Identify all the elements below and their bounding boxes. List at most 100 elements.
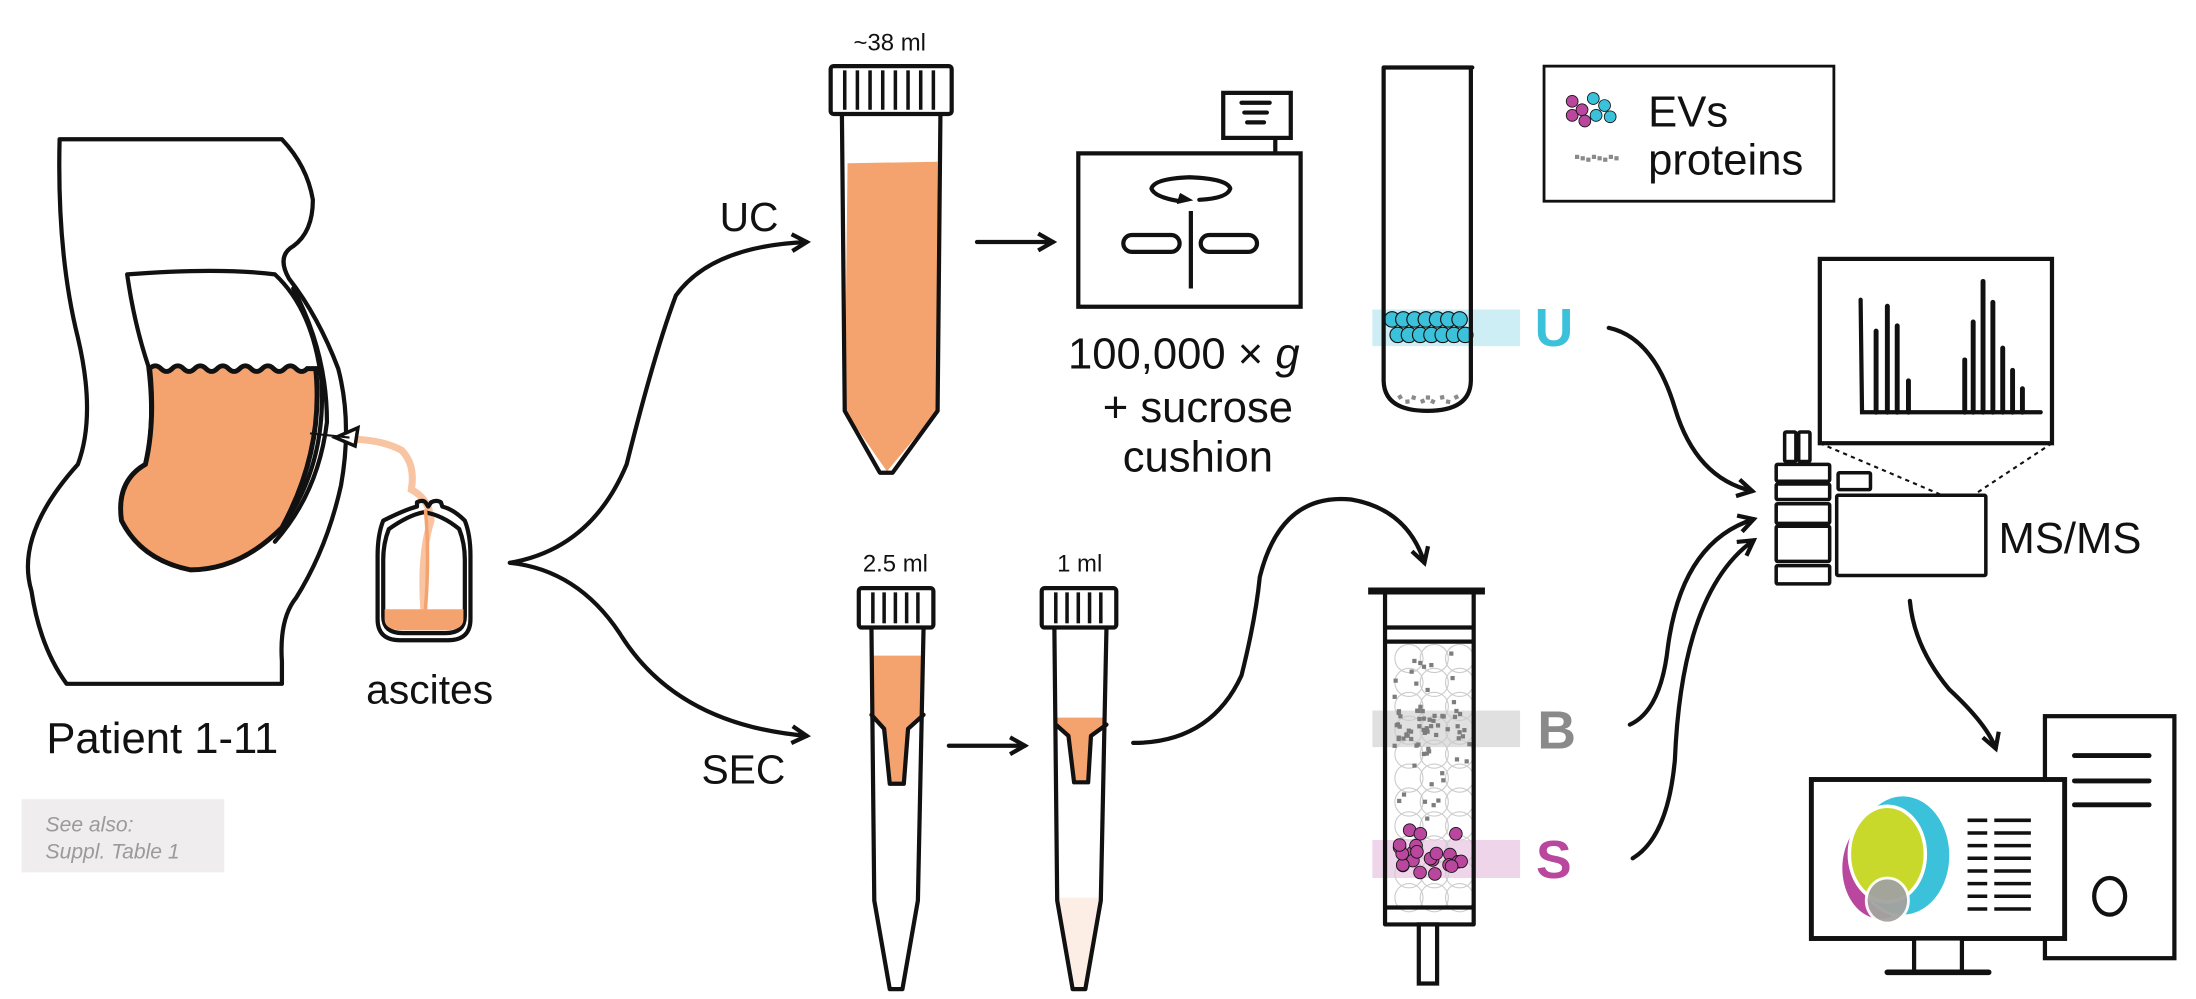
protein-particle (1429, 662, 1434, 668)
ev-particle (1589, 109, 1603, 122)
legend-evs-icon (1565, 92, 1617, 128)
b-to-ms-arrow (1627, 513, 1758, 727)
protein-particle (1406, 728, 1411, 733)
ev-particle (1451, 311, 1468, 328)
protein-particle (1427, 717, 1432, 722)
centrifuge-speed-label: 100,000 × g (1068, 331, 1300, 379)
protein-particle (1425, 395, 1431, 400)
protein-particle (1452, 714, 1458, 719)
protein-particle (1401, 736, 1406, 741)
sec-column-icon: B S (1368, 587, 1576, 986)
sec-tube-2-filtrate (1057, 897, 1103, 990)
protein-particle (1456, 736, 1461, 741)
ev-particle (1578, 114, 1592, 128)
protein-particle (1420, 708, 1425, 714)
bead (1419, 883, 1449, 913)
protein-particle (1454, 757, 1460, 762)
protein-particle (1421, 751, 1426, 757)
protein-particle (1426, 746, 1431, 751)
protein-particle (1467, 742, 1472, 747)
protein-particle (1441, 714, 1446, 719)
computer-icon (1808, 714, 2177, 976)
sec-branch-arrow (507, 560, 811, 745)
ev-particle (1429, 846, 1444, 861)
protein-particle (1398, 714, 1403, 719)
protein-particle (1405, 733, 1410, 738)
ms-to-computer-arrow (1907, 598, 2001, 753)
uc-branch-arrow (507, 232, 811, 565)
sec-label: SEC (701, 747, 785, 793)
protein-particle (1422, 799, 1428, 804)
u-to-ms-arrow (1606, 325, 1757, 499)
protein-particle (1397, 798, 1402, 804)
fraction-b-label: B (1537, 702, 1576, 761)
sec-to-column-arrow (1131, 496, 1431, 746)
uc-label: UC (720, 194, 779, 240)
protein-particle (1393, 678, 1398, 683)
protein-particle (1603, 157, 1608, 162)
protein-particle (1412, 763, 1417, 768)
protein-particle (1434, 732, 1439, 738)
uc-tube-icon: ~38 ml (828, 30, 954, 475)
protein-particle (1586, 157, 1591, 162)
protein-particle (1445, 399, 1451, 405)
ev-particle (1586, 92, 1600, 105)
ev-particle (1413, 827, 1428, 841)
protein-particle (1436, 798, 1441, 803)
protein-particle (1608, 154, 1613, 159)
legend-proteins-icon (1574, 154, 1619, 162)
protein-particle (1401, 792, 1407, 797)
protein-particle (1424, 751, 1429, 756)
ev-particle (1410, 845, 1424, 859)
legend-evs-label: EVs (1648, 89, 1728, 137)
bead (1419, 739, 1449, 769)
protein-particle (1432, 713, 1437, 718)
ultracentrifuge-icon (1076, 90, 1303, 309)
protein-particle (1450, 675, 1455, 681)
protein-particle (1429, 782, 1434, 787)
protein-particle (1580, 156, 1585, 161)
ascites-fluid (118, 363, 320, 573)
protein-particle (1431, 803, 1436, 808)
protein-particle (1409, 669, 1414, 674)
bead (1419, 787, 1449, 817)
protein-particle (1421, 716, 1426, 721)
protein-particle (1457, 730, 1462, 735)
protein-particle (1417, 716, 1422, 722)
protein-particle (1431, 718, 1436, 723)
protein-particle (1418, 704, 1423, 709)
patient-label: Patient 1-11 (46, 715, 278, 763)
protein-particle (1453, 394, 1460, 400)
ev-particle (1565, 94, 1579, 108)
ev-particle (1396, 858, 1410, 872)
protein-particle (1422, 730, 1427, 735)
u-ev-cluster (1383, 311, 1474, 344)
protein-particle (1454, 708, 1459, 714)
s-to-ms-arrow (1630, 537, 1758, 861)
protein-particle (1451, 700, 1457, 705)
protein-particle (1392, 694, 1397, 699)
note-box (21, 799, 225, 873)
sec-volume-label-2: 1 ml (1057, 550, 1102, 577)
ev-particle (1413, 865, 1427, 880)
s-ev-cluster (1392, 823, 1468, 881)
protein-particle (1417, 724, 1422, 729)
protein-particle (1460, 734, 1466, 739)
bead (1394, 811, 1424, 841)
ascites-label: ascites (366, 667, 493, 713)
fraction-u-label: U (1535, 299, 1574, 358)
ev-particle (1598, 99, 1611, 112)
sec-tube-2-fluid (1055, 717, 1106, 783)
body-outline (25, 137, 349, 686)
fraction-s-label: S (1536, 831, 1572, 890)
ms-label: MS/MS (1999, 515, 2142, 563)
bead (1419, 763, 1449, 793)
ascites-bottle-icon (375, 498, 473, 643)
protein-particle (1421, 664, 1427, 669)
protein-particle (1574, 154, 1580, 159)
sec-volume-label-1: 2.5 ml (863, 550, 928, 577)
protein-particle (1412, 658, 1417, 664)
bead (1419, 643, 1449, 674)
ev-particle (1392, 838, 1407, 852)
